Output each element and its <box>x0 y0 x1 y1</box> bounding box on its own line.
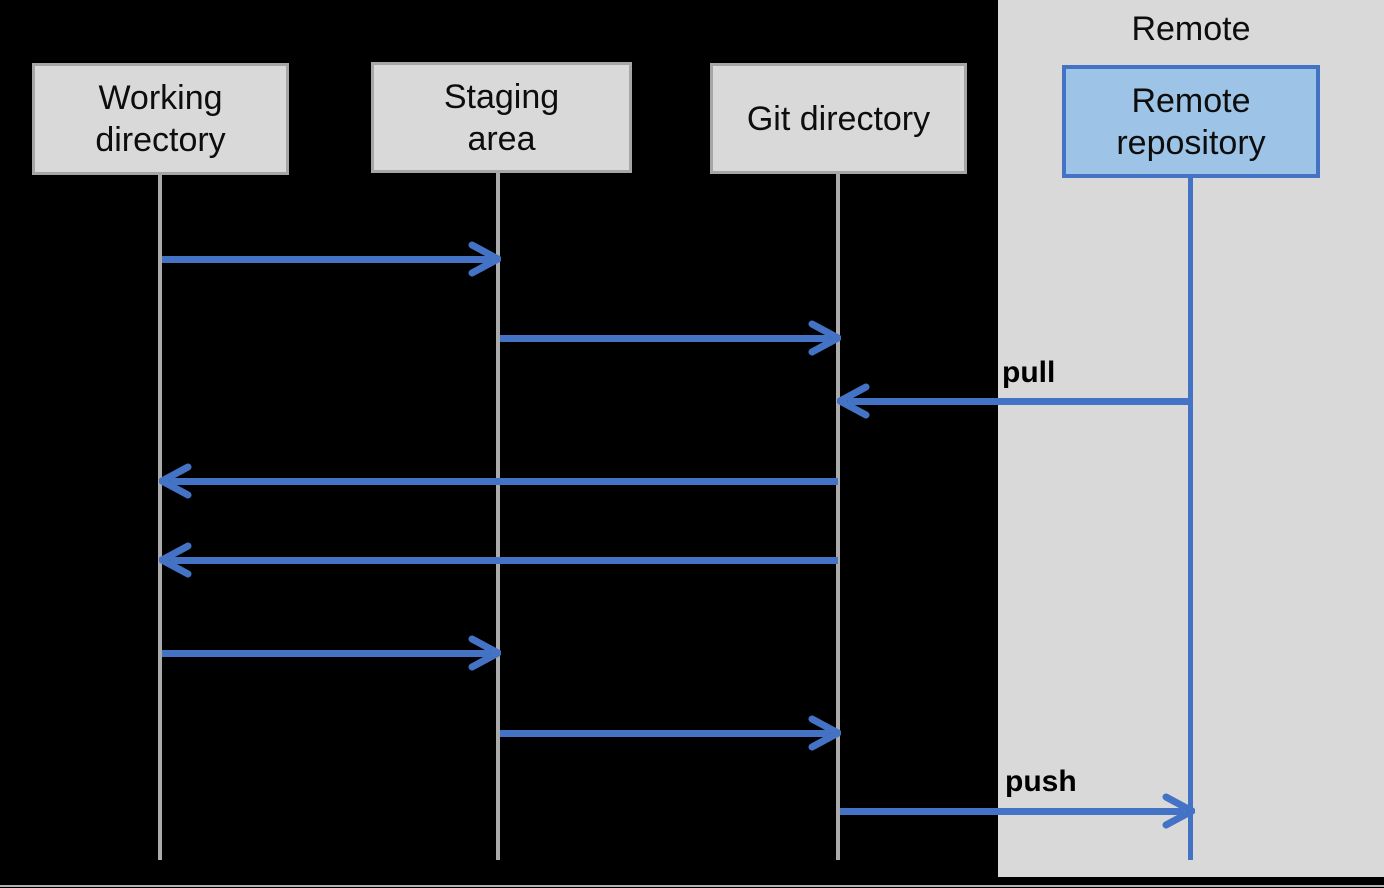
staging-area-lifeline <box>496 172 500 860</box>
git-directory-lifeline <box>836 173 840 860</box>
arrow-shaft <box>500 730 830 737</box>
arrow-staging-to-git-1 <box>500 320 841 356</box>
arrow-head-left-icon <box>159 542 192 578</box>
arrow-working-to-staging-1 <box>162 241 501 277</box>
arrow-shaft <box>848 398 1192 405</box>
remote-repository-lifeline <box>1188 178 1193 860</box>
remote-repository-box: Remote repository <box>1062 65 1320 178</box>
working-directory-lifeline <box>158 174 162 860</box>
working-directory-box: Working directory <box>32 63 289 175</box>
arrow-head-right-icon <box>468 241 501 277</box>
arrow-head-right-icon <box>1162 793 1195 829</box>
arrow-shaft <box>500 335 830 342</box>
arrow-head-right-icon <box>468 635 501 671</box>
arrow-git-to-working-2 <box>159 542 838 578</box>
remote-panel-title: Remote <box>1131 10 1251 48</box>
arrow-head-right-icon <box>808 320 841 356</box>
arrow-shaft <box>840 808 1184 815</box>
git-directory-box: Git directory <box>710 63 967 174</box>
arrow-shaft <box>162 650 490 657</box>
arrow-git-to-working-1 <box>159 463 838 499</box>
arrow-head-right-icon <box>808 715 841 751</box>
arrow-git-to-remote-push <box>840 793 1195 829</box>
bottom-edge-line <box>0 885 1384 887</box>
arrow-head-left-icon <box>159 463 192 499</box>
arrow-staging-to-git-2 <box>500 715 841 751</box>
arrow-shaft <box>162 256 490 263</box>
arrow-head-left-icon <box>837 383 870 419</box>
arrow-working-to-staging-2 <box>162 635 501 671</box>
push-label: push <box>1005 765 1077 798</box>
staging-area-box: Staging area <box>371 62 632 173</box>
arrow-shaft <box>170 557 838 564</box>
pull-label: pull <box>1002 356 1056 389</box>
arrow-remote-to-git-pull <box>837 383 1192 419</box>
arrow-shaft <box>170 478 838 485</box>
